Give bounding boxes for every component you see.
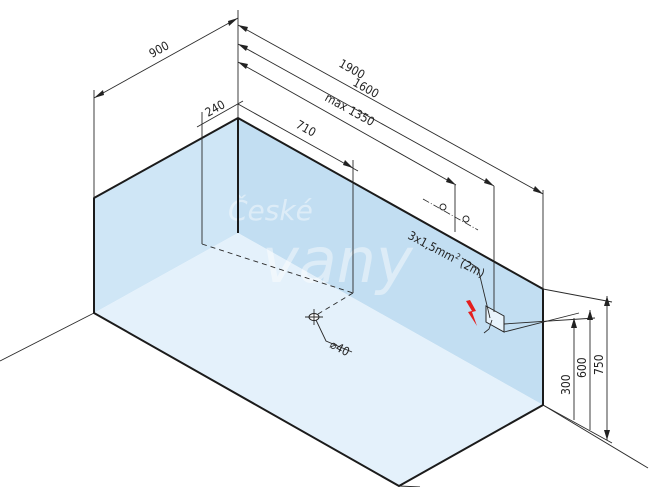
dim-240-label: 240	[203, 97, 228, 119]
bath-floor	[94, 233, 543, 486]
dim-300-label: 300	[559, 374, 573, 395]
dim-600-label: 600	[575, 357, 589, 378]
dim-750-arrow-b	[604, 430, 610, 440]
watermark-line1: České	[228, 193, 313, 227]
dim-710-line	[237, 103, 359, 172]
dim-900-arrow-a	[94, 90, 104, 98]
dim-300-arrow	[571, 318, 577, 328]
electrical-hazard-icon	[466, 300, 477, 326]
room-floor-line-left	[0, 312, 95, 362]
height-ext-300	[503, 312, 580, 333]
electrical-cable	[483, 319, 493, 334]
dim-1600-label: 1600	[351, 75, 382, 101]
tap-marks	[422, 198, 479, 232]
dashed-floor-line-2	[312, 292, 354, 318]
dim-240-line	[196, 100, 244, 128]
dim-1900-arrow-a	[238, 25, 248, 32]
dim-1600-arrow-b	[484, 178, 494, 186]
dim-750-label: 750	[592, 354, 606, 375]
dim-1900-arrow-b	[533, 186, 543, 194]
dim-710-arrow	[343, 160, 353, 168]
dim-710-label: 710	[294, 117, 319, 139]
cable-leader	[461, 257, 491, 319]
height-ext-top	[542, 288, 613, 303]
dim-1350-line	[237, 61, 457, 186]
dim-750-arrow-a	[604, 296, 610, 306]
dim-1900-line	[237, 24, 544, 195]
dim-1350-arrow-a	[238, 62, 248, 69]
room-floor-line-right	[542, 404, 649, 469]
bath-back-wall	[238, 118, 543, 405]
dim-1600-arrow-a	[238, 44, 248, 51]
watermark-line2: vany	[262, 224, 414, 297]
dim-600-arrow	[587, 310, 593, 320]
dim-1600-line	[237, 43, 495, 187]
dim-900-arrow-b	[228, 18, 238, 26]
drain-leader	[315, 319, 353, 353]
height-ext-box	[503, 317, 596, 325]
dim-1350-arrow-b	[446, 177, 456, 185]
height-ext-floor	[542, 404, 613, 444]
dim-900-line	[93, 17, 239, 99]
